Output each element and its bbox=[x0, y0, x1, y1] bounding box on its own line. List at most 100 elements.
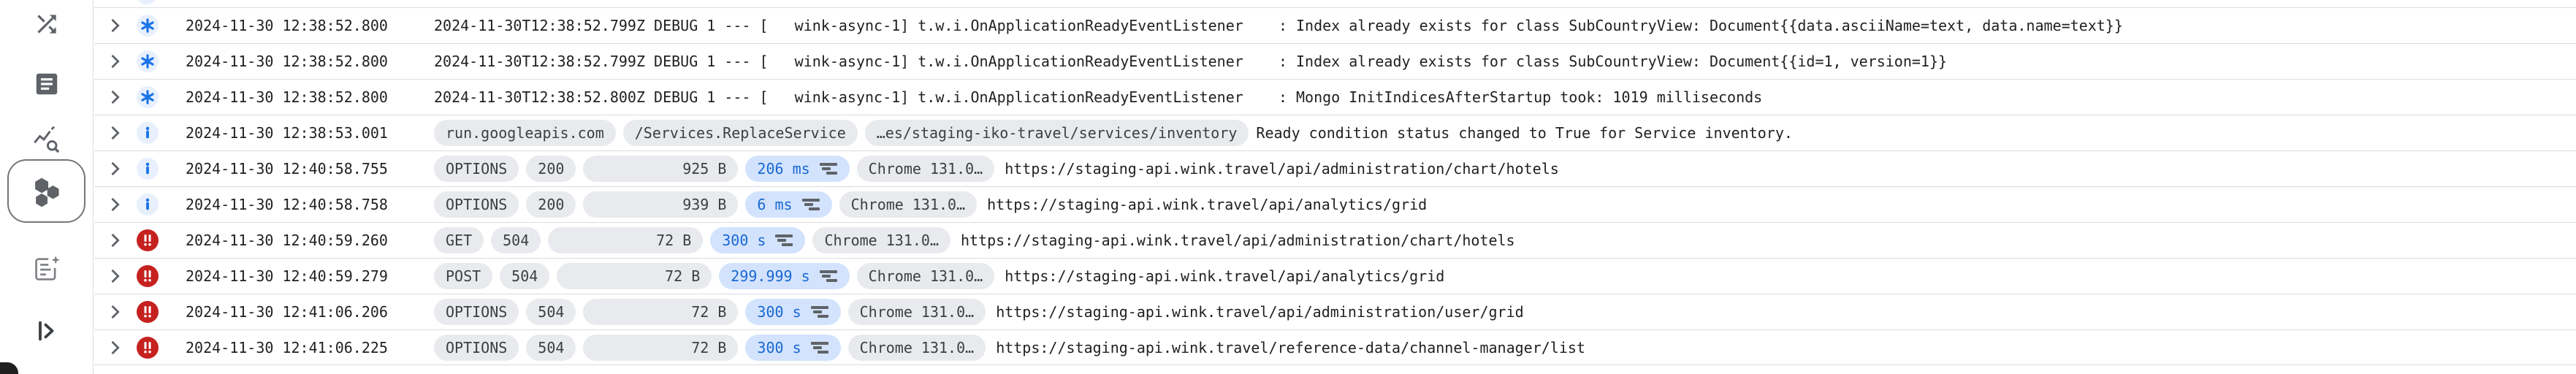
expand-chevron-icon[interactable] bbox=[104, 51, 125, 72]
timestamp: 2024-11-30 12:38:53.001 bbox=[186, 124, 388, 142]
latency-bars-icon bbox=[810, 305, 829, 319]
expand-chevron-icon[interactable] bbox=[104, 337, 125, 358]
size-chip[interactable]: 72 B bbox=[583, 299, 739, 325]
latency-chip[interactable]: 6 ms bbox=[745, 191, 832, 218]
timestamp: 2024-11-30 12:38:52.800 bbox=[186, 17, 388, 34]
timestamp: 2024-11-30 12:38:52.800 bbox=[186, 53, 388, 70]
log-row[interactable]: 2024-11-30 12:38:53.001 run.googleapis.co… bbox=[94, 115, 2576, 150]
resource-chip[interactable]: /Services.ReplaceService bbox=[622, 120, 858, 146]
latency-value: 300 s bbox=[757, 303, 801, 321]
method-chip[interactable]: GET bbox=[434, 227, 484, 253]
query-stats-icon[interactable] bbox=[32, 126, 61, 155]
client-chip[interactable]: Chrome 131.0… bbox=[856, 263, 995, 289]
request-url: https://staging-api.wink.travel/api/anal… bbox=[987, 196, 1428, 213]
expand-chevron-icon[interactable] bbox=[104, 15, 125, 36]
log-message: 2024-11-30T12:38:52.799Z DEBUG 1 --- [ w… bbox=[434, 53, 1948, 70]
timestamp: 2024-11-30 12:40:59.279 bbox=[186, 267, 388, 285]
latency-bars-icon bbox=[774, 233, 793, 248]
status-chip[interactable]: 504 bbox=[526, 299, 576, 325]
timestamp: 2024-11-30 12:40:59.260 bbox=[186, 232, 388, 249]
latency-bars-icon bbox=[810, 340, 829, 355]
hexagons-nav-selected[interactable] bbox=[7, 159, 85, 223]
latency-bars-icon bbox=[819, 161, 838, 176]
severity-debug-icon bbox=[137, 15, 159, 37]
resource-chip[interactable]: …es/staging-iko-travel/services/inventor… bbox=[864, 120, 1249, 146]
log-row[interactable]: 2024-11-30 12:41:06.206 OPTIONS 504 72 B 300… bbox=[94, 294, 2576, 329]
status-chip[interactable]: 504 bbox=[526, 334, 576, 361]
expand-chevron-icon[interactable] bbox=[104, 159, 125, 179]
expand-chevron-icon[interactable] bbox=[104, 302, 125, 322]
log-row[interactable]: 2024-11-30 12:38:52.800 2024-11-30T12:38:… bbox=[94, 7, 2576, 43]
request-url: https://staging-api.wink.travel/api/admi… bbox=[961, 232, 1515, 249]
size-chip[interactable]: 72 B bbox=[548, 227, 704, 253]
latency-chip[interactable]: 299.999 s bbox=[719, 263, 850, 289]
severity-error-icon bbox=[137, 336, 159, 359]
client-chip[interactable]: Chrome 131.0… bbox=[856, 156, 995, 182]
log-row[interactable]: 2024-11-30 12:40:58.755 OPTIONS 200 925 B 20… bbox=[94, 150, 2576, 186]
latency-value: 299.999 s bbox=[731, 267, 810, 285]
size-chip[interactable]: 925 B bbox=[583, 156, 739, 182]
request-url: https://staging-api.wink.travel/api/admi… bbox=[996, 303, 1524, 321]
log-message: 2024-11-30T12:38:52.799Z DEBUG 1 --- [ w… bbox=[434, 17, 2123, 34]
icon-sidebar bbox=[0, 0, 94, 374]
latency-bars-icon bbox=[819, 269, 838, 283]
size-chip[interactable]: 72 B bbox=[557, 263, 712, 289]
latency-chip[interactable]: 206 ms bbox=[745, 156, 850, 182]
article-icon[interactable] bbox=[32, 69, 61, 99]
client-chip[interactable]: Chrome 131.0… bbox=[847, 299, 986, 325]
expand-chevron-icon[interactable] bbox=[104, 87, 125, 107]
shuffle-icon[interactable] bbox=[32, 9, 61, 39]
bottom-corner-overlay bbox=[0, 362, 18, 374]
latency-value: 206 ms bbox=[757, 160, 810, 178]
severity-error-icon bbox=[137, 265, 159, 287]
method-chip[interactable]: OPTIONS bbox=[434, 299, 519, 325]
latency-value: 6 ms bbox=[757, 196, 793, 213]
timestamp: 2024-11-30 12:41:06.206 bbox=[186, 303, 388, 321]
clipped-severity-icon bbox=[136, 0, 158, 4]
method-chip[interactable]: OPTIONS bbox=[434, 334, 519, 361]
latency-chip[interactable]: 300 s bbox=[745, 334, 841, 361]
request-url: https://staging-api.wink.travel/referenc… bbox=[996, 338, 1585, 356]
timestamp: 2024-11-30 12:41:06.225 bbox=[186, 338, 388, 356]
resource-chip[interactable]: run.googleapis.com bbox=[434, 120, 616, 146]
latency-chip[interactable]: 300 s bbox=[745, 299, 841, 325]
expand-chevron-icon[interactable] bbox=[104, 230, 125, 251]
severity-debug-icon bbox=[137, 50, 159, 72]
severity-error-icon bbox=[137, 229, 159, 251]
status-chip[interactable]: 504 bbox=[500, 263, 550, 289]
log-rows: 2024-11-30 12:38:52.800 2024-11-30T12:38:… bbox=[94, 7, 2576, 365]
log-message: Ready condition status changed to True f… bbox=[1256, 124, 1793, 142]
expand-chevron-icon[interactable] bbox=[104, 266, 125, 286]
size-chip[interactable]: 939 B bbox=[583, 191, 739, 218]
latency-chip[interactable]: 300 s bbox=[710, 227, 806, 253]
method-chip[interactable]: POST bbox=[434, 263, 493, 289]
note-ai-icon[interactable] bbox=[32, 254, 61, 283]
severity-error-icon bbox=[137, 301, 159, 323]
client-chip[interactable]: Chrome 131.0… bbox=[847, 334, 986, 361]
severity-info-icon bbox=[137, 194, 159, 215]
log-panel: 2024-11-30 12:38:52.800 2024-11-30T12:38:… bbox=[94, 0, 2576, 374]
status-chip[interactable]: 200 bbox=[526, 156, 576, 182]
method-chip[interactable]: OPTIONS bbox=[434, 156, 519, 182]
panel-open-icon[interactable] bbox=[32, 316, 61, 346]
severity-info-icon bbox=[137, 158, 159, 180]
size-chip[interactable]: 72 B bbox=[583, 334, 739, 361]
severity-info-icon bbox=[137, 122, 159, 144]
client-chip[interactable]: Chrome 131.0… bbox=[839, 191, 978, 218]
latency-bars-icon bbox=[801, 197, 820, 212]
log-row[interactable]: 2024-11-30 12:40:59.279 POST 504 72 B 299.99… bbox=[94, 258, 2576, 294]
log-message: 2024-11-30T12:38:52.800Z DEBUG 1 --- [ w… bbox=[434, 88, 1763, 106]
status-chip[interactable]: 504 bbox=[491, 227, 541, 253]
expand-chevron-icon[interactable] bbox=[104, 123, 125, 143]
partial-row-top bbox=[94, 0, 2576, 7]
expand-chevron-icon[interactable] bbox=[104, 194, 125, 215]
method-chip[interactable]: OPTIONS bbox=[434, 191, 519, 218]
timestamp: 2024-11-30 12:40:58.755 bbox=[186, 160, 388, 178]
client-chip[interactable]: Chrome 131.0… bbox=[812, 227, 951, 253]
log-row[interactable]: 2024-11-30 12:38:52.800 2024-11-30T12:38:… bbox=[94, 43, 2576, 79]
status-chip[interactable]: 200 bbox=[526, 191, 576, 218]
